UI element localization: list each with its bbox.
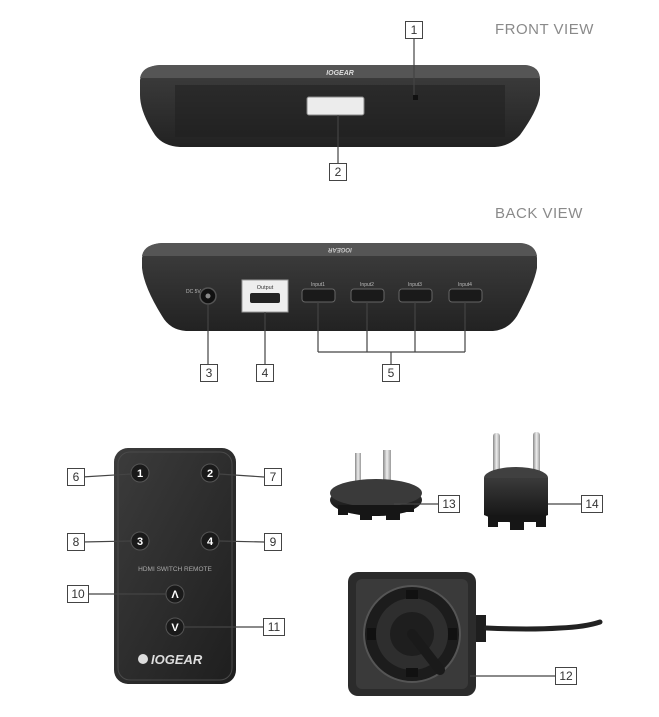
usb-receiver-window — [306, 96, 365, 116]
remote-button-1-label: 1 — [137, 468, 143, 480]
callout-12: 12 — [555, 667, 577, 685]
callout-3: 3 — [200, 364, 218, 382]
remote-button-down-label: V — [171, 622, 179, 634]
callout-11: 11 — [263, 618, 285, 636]
output-hdmi-port — [250, 293, 280, 303]
output-label: Output — [257, 285, 274, 291]
input2-label: Input2 — [360, 282, 374, 288]
callout-4: 4 — [256, 364, 274, 382]
input1-label: Input1 — [311, 282, 325, 288]
ir-sensor-icon — [413, 95, 418, 100]
remote-button-3-label: 3 — [137, 536, 143, 548]
callout-5: 5 — [382, 364, 400, 382]
remote-button-1 — [130, 463, 150, 483]
input3-hdmi-port — [398, 288, 433, 303]
power-cable — [483, 619, 603, 632]
callout-13: 13 — [438, 495, 460, 513]
input2-hdmi-port — [350, 288, 385, 303]
remote-caption: HDMI SWITCH REMOTE — [138, 566, 212, 573]
eu-plug-adapter — [484, 432, 548, 530]
remote-logo: IOGEAR — [151, 652, 203, 667]
callout-9: 9 — [264, 533, 282, 551]
back-logo: IOGEAR — [328, 246, 352, 252]
callout-6: 6 — [67, 468, 85, 486]
callout-8: 8 — [67, 533, 85, 551]
dc-label: DC 5V — [186, 289, 201, 295]
callout-7: 7 — [264, 468, 282, 486]
dc-power-jack — [199, 287, 217, 305]
input3-label: Input3 — [408, 282, 422, 288]
callout-1: 1 — [405, 21, 423, 39]
callout-10: 10 — [67, 585, 89, 603]
callout-2: 2 — [329, 163, 347, 181]
input1-hdmi-port — [301, 288, 336, 303]
remote-button-4-label: 4 — [207, 536, 214, 548]
input4-label: Input4 — [458, 282, 472, 288]
power-adapter — [348, 572, 603, 696]
remote-button-up-label: Λ — [171, 589, 179, 601]
callout-14: 14 — [581, 495, 603, 513]
remote-logo-icon — [138, 654, 148, 664]
back-device — [142, 243, 537, 331]
input4-hdmi-port — [448, 288, 483, 303]
us-plug-adapter — [330, 450, 422, 520]
remote-body — [114, 448, 236, 684]
front-logo: IOGEAR — [326, 70, 354, 77]
remote-button-2-label: 2 — [207, 468, 213, 480]
back-view-label: BACK VIEW — [495, 205, 583, 222]
front-view-label: FRONT VIEW — [495, 21, 594, 38]
front-device — [140, 65, 540, 147]
inputs-bracket — [317, 302, 466, 367]
remote-button-2 — [200, 463, 220, 483]
